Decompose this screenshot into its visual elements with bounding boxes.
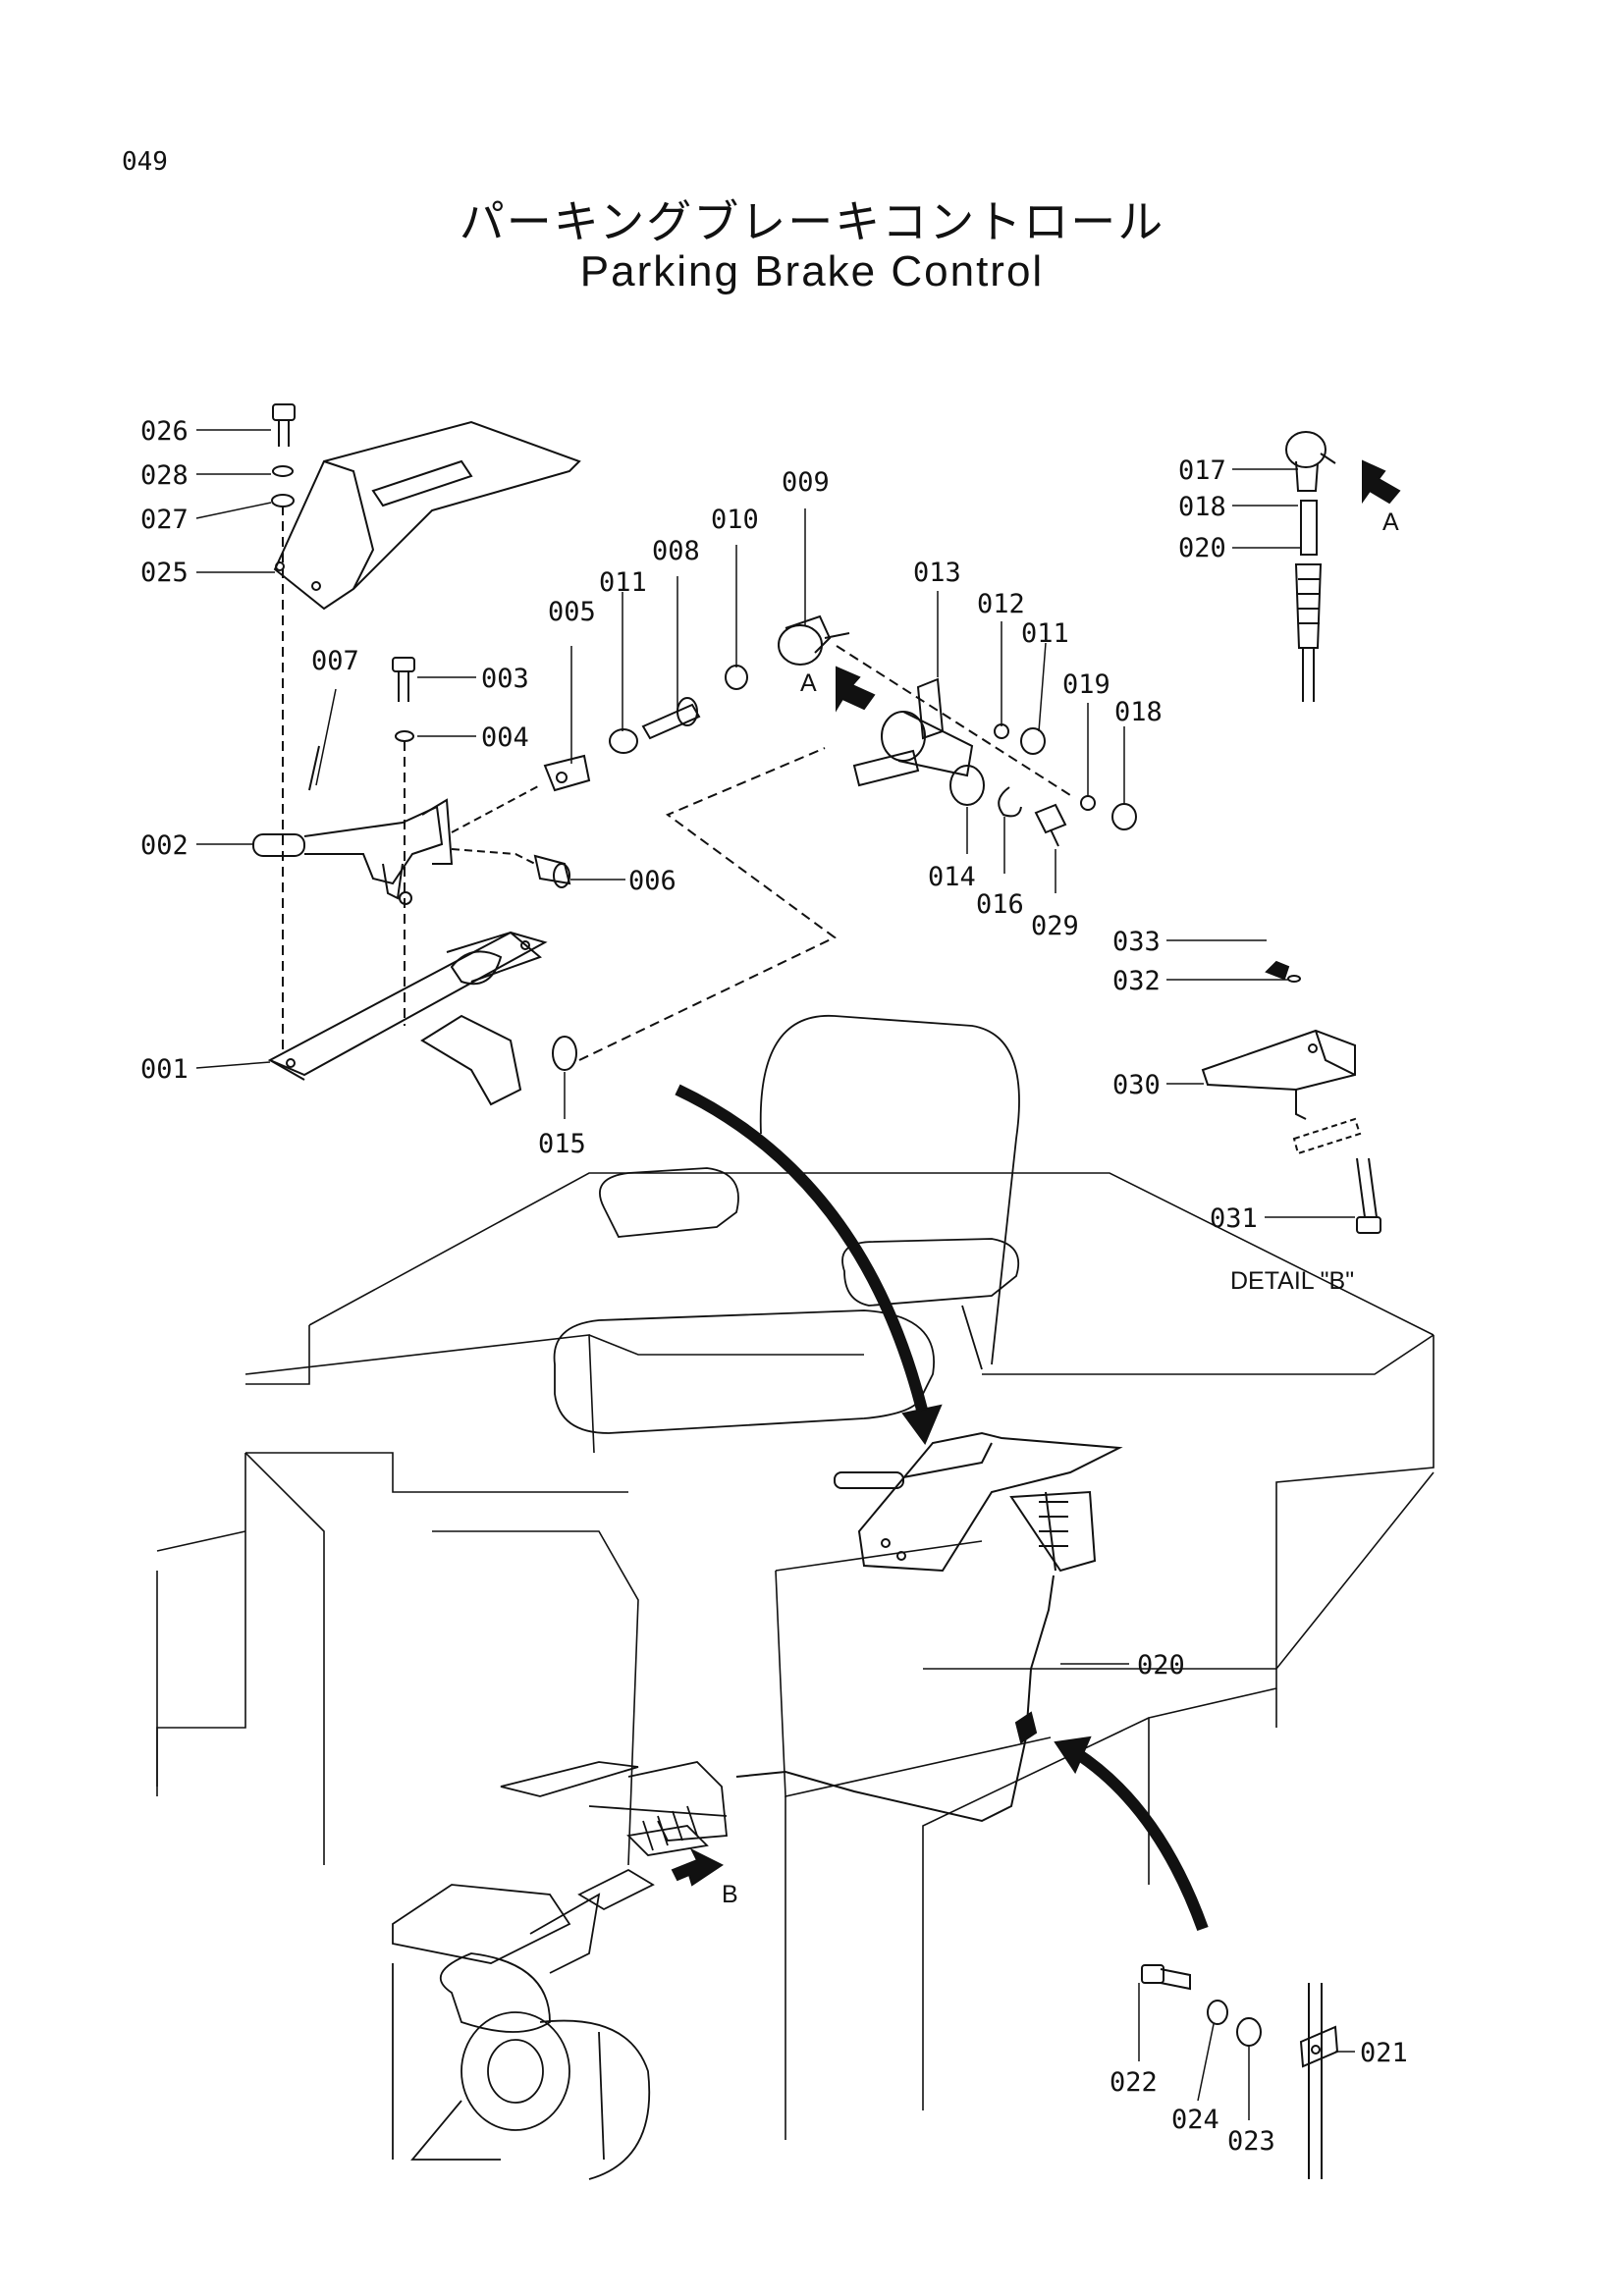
bracket-030 (1201, 1029, 1356, 1092)
label-023: 023 (1227, 2126, 1275, 2157)
view-a-label-right: A (1382, 508, 1399, 536)
label-028: 028 (140, 460, 189, 491)
label-018-mid: 018 (1114, 697, 1163, 727)
label-011-right: 011 (1021, 618, 1069, 649)
bushing-014 (949, 765, 985, 806)
clamp-021-on-cable (1014, 1711, 1038, 1744)
cable-020-detail (1294, 500, 1323, 702)
bushing-011-left (609, 728, 638, 754)
label-008: 008 (652, 536, 700, 566)
washer-023 (1236, 2017, 1262, 2047)
washer-032 (1287, 975, 1301, 983)
bolt-026 (272, 403, 296, 447)
label-013: 013 (913, 558, 961, 588)
view-arrow-a-left (836, 666, 876, 713)
label-006: 006 (628, 866, 677, 896)
label-024: 024 (1171, 2105, 1219, 2135)
base-plate-001 (267, 931, 548, 1106)
bolt-008 (641, 697, 701, 740)
washer-027 (271, 494, 295, 507)
label-014: 014 (928, 862, 976, 892)
label-019: 019 (1062, 669, 1110, 700)
pin-006 (533, 854, 571, 888)
label-005: 005 (548, 597, 596, 627)
nut-033 (1265, 960, 1290, 981)
title-english: Parking Brake Control (579, 247, 1045, 295)
fitting-029 (1034, 803, 1067, 847)
label-003: 003 (481, 664, 529, 694)
cover-025 (273, 420, 581, 611)
pin-007 (308, 745, 320, 791)
washer-004 (395, 730, 414, 742)
label-020-top: 020 (1178, 533, 1226, 563)
operator-seat (553, 1015, 1020, 1434)
label-021: 021 (1360, 2038, 1408, 2068)
title-japanese: パーキングブレーキコントロール (459, 195, 1165, 248)
label-025: 025 (140, 558, 189, 588)
label-029: 029 (1031, 911, 1079, 941)
label-020-bottom: 020 (1137, 1650, 1185, 1681)
label-032: 032 (1112, 966, 1161, 996)
brake-assembly-b (392, 1761, 728, 2180)
label-018-top: 018 (1178, 492, 1226, 522)
label-022: 022 (1110, 2067, 1158, 2098)
label-012: 012 (977, 589, 1025, 619)
label-031: 031 (1210, 1203, 1258, 1234)
clip-016 (998, 786, 1022, 818)
view-arrow-a-right (1362, 459, 1401, 505)
machine-body (156, 1172, 1435, 2140)
part-labels: 026 028 027 025 002 001 007 003 004 005 … (140, 416, 1408, 2157)
bracket-013 (852, 677, 974, 787)
label-007: 007 (311, 646, 359, 676)
label-010: 010 (711, 505, 759, 535)
detail-b-caption: DETAIL "B" (1230, 1267, 1354, 1295)
label-011-left: 011 (599, 567, 647, 598)
label-004: 004 (481, 722, 529, 753)
bolt-003 (392, 657, 415, 702)
label-026: 026 (140, 416, 189, 447)
bolt-031 (1356, 1157, 1381, 1234)
label-009: 009 (782, 467, 830, 498)
washer-024 (1207, 2000, 1228, 2025)
bushing-011-right (1020, 727, 1046, 755)
washer-028 (272, 465, 294, 477)
label-030: 030 (1112, 1070, 1161, 1100)
pointer-arrow-bottom (1071, 1746, 1209, 1932)
lever-002 (252, 798, 454, 905)
clevis-005 (543, 754, 591, 792)
view-b-label: B (722, 1881, 738, 1908)
label-001: 001 (140, 1054, 189, 1085)
nut-018 (1111, 803, 1137, 830)
cable-020-route (735, 1575, 1055, 1823)
clamp-021 (1299, 1983, 1339, 2179)
page-number: 049 (122, 147, 168, 177)
cable-end-017 (1285, 431, 1336, 492)
label-027: 027 (140, 505, 189, 535)
bolt-022 (1141, 1964, 1191, 1991)
label-002: 002 (140, 830, 189, 861)
leader-lines (195, 429, 1355, 2120)
pointer-arrow-top (675, 1084, 929, 1415)
ball-joint-009 (778, 614, 850, 666)
washer-015 (552, 1036, 577, 1071)
view-a-label-left: A (800, 669, 817, 697)
label-033: 033 (1112, 927, 1161, 957)
label-016: 016 (976, 889, 1024, 920)
label-015: 015 (538, 1129, 586, 1159)
label-017: 017 (1178, 455, 1226, 486)
plate-detail-b (1292, 1117, 1362, 1155)
nut-010 (725, 665, 748, 690)
washer-012 (994, 723, 1009, 739)
view-arrow-b (671, 1847, 724, 1887)
washer-019 (1080, 795, 1096, 811)
lever-on-machine (834, 1431, 1123, 1573)
